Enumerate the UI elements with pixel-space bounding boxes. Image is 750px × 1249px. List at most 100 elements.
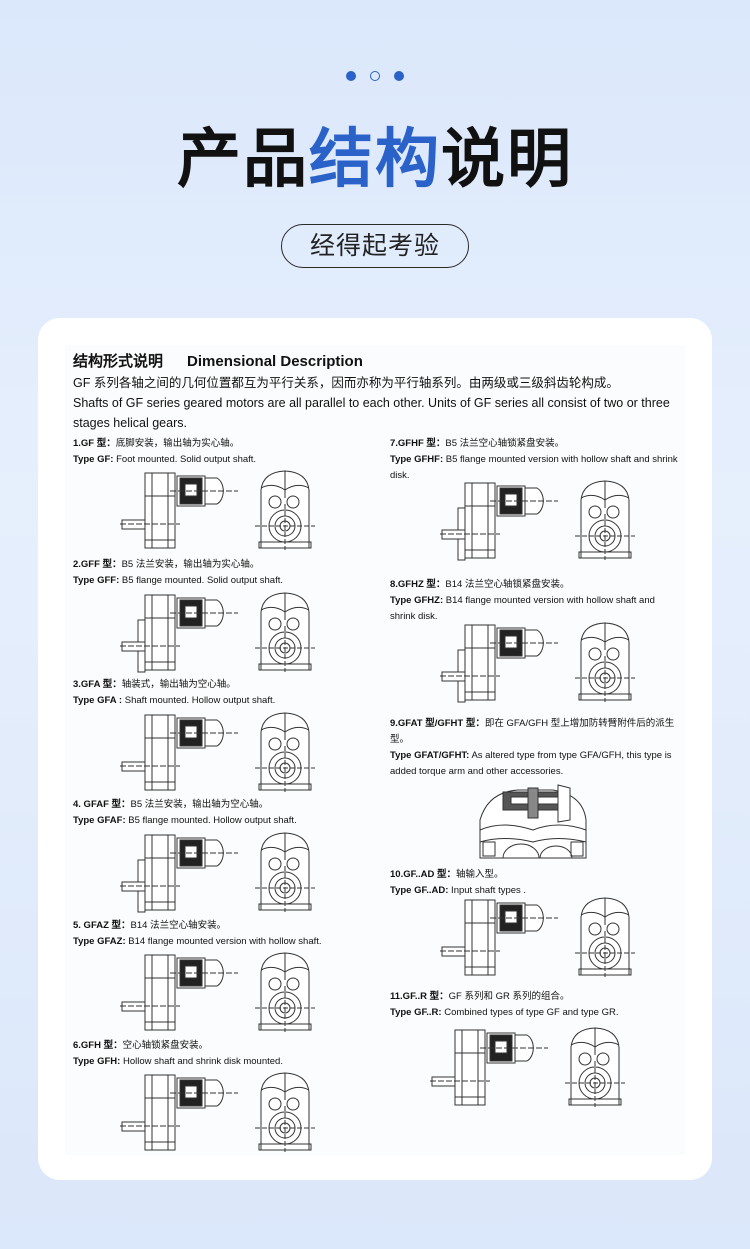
item-title-en: Type GF: Foot mounted. Solid output shaf… bbox=[73, 452, 363, 468]
title-part: 说明 bbox=[441, 123, 573, 197]
front-view-drawing bbox=[255, 592, 315, 672]
item-title-cn: 9.GFAT 型/GFHT 型：即在 GFA/GFH 型上增加防转臂附件后的派生… bbox=[390, 716, 680, 748]
item-type-label-en: Type GFHZ: bbox=[390, 595, 444, 606]
page-title: 产品结构说明 bbox=[0, 108, 750, 200]
item-type-label-en: Type GFF: bbox=[73, 575, 120, 586]
item-type-label-en: Type GFHF: bbox=[390, 454, 444, 465]
item-type-label: 2.GFF 型： bbox=[73, 559, 122, 570]
mounting-type-item: 3.GFA 型：轴装式，输出轴为空心轴。 Type GFA : Shaft mo… bbox=[73, 677, 363, 709]
item-title-cn: 6.GFH 型：空心轴锁紧盘安装。 bbox=[73, 1038, 363, 1054]
item-desc-cn: 底脚安装，输出轴为实心轴。 bbox=[115, 438, 240, 449]
intro-cn: GF 系列各轴之间的几何位置都互为平行关系，因而亦称为平行轴系列。由两级或三级斜… bbox=[73, 376, 619, 390]
item-type-label: 3.GFA 型： bbox=[73, 679, 122, 690]
side-view-drawing bbox=[120, 954, 238, 1031]
item-desc-cn: 空心轴锁紧盘安装。 bbox=[122, 1040, 209, 1051]
item-desc-en: Foot mounted. Solid output shaft. bbox=[113, 454, 257, 465]
item-title-cn: 10.GF..AD 型：轴输入型。 bbox=[390, 867, 680, 883]
item-type-label-en: Type GF..R: bbox=[390, 1007, 442, 1018]
heading-cn: 结构形式说明 bbox=[73, 353, 164, 370]
mounting-type-item: 2.GFF 型：B5 法兰安装，输出轴为实心轴。 Type GFF: B5 fl… bbox=[73, 557, 363, 589]
item-type-label-en: Type GFH: bbox=[73, 1056, 121, 1067]
dot-active bbox=[370, 71, 380, 81]
front-view-drawing bbox=[255, 470, 315, 550]
mounting-type-item: 7.GFHF 型：B5 法兰空心轴锁紧盘安装。 Type GFHF: B5 fl… bbox=[390, 436, 680, 484]
front-view-drawing bbox=[565, 1027, 625, 1107]
item-title-cn: 4. GFAF 型：B5 法兰安装，输出轴为空心轴。 bbox=[73, 797, 363, 813]
side-view-drawing bbox=[440, 899, 558, 976]
item-desc-en: Input shaft types . bbox=[448, 885, 527, 896]
item-desc-cn: B5 法兰空心轴锁紧盘安装。 bbox=[445, 438, 565, 449]
carousel-dots bbox=[0, 71, 750, 81]
item-desc-cn: B14 法兰空心轴锁紧盘安装。 bbox=[445, 579, 570, 590]
item-type-label-en: Type GF: bbox=[73, 454, 114, 465]
front-view-drawing bbox=[255, 712, 315, 792]
side-view-drawing bbox=[120, 472, 238, 549]
side-view-drawing bbox=[120, 834, 238, 913]
side-view-drawing bbox=[120, 594, 238, 673]
item-type-label: 11.GF..R 型： bbox=[390, 991, 449, 1002]
item-title-en: Type GFHF: B5 flange mounted version wit… bbox=[390, 452, 680, 484]
item-title-en: Type GFAF: B5 flange mounted. Hollow out… bbox=[73, 813, 363, 829]
dot bbox=[346, 71, 356, 81]
item-type-label-en: Type GFA : bbox=[73, 695, 123, 706]
side-view-drawing bbox=[440, 482, 558, 561]
item-desc-en: Combined types of type GF and type GR. bbox=[441, 1007, 619, 1018]
item-title-en: Type GFHZ: B14 flange mounted version wi… bbox=[390, 593, 680, 625]
mounting-type-item: 1.GF 型：底脚安装，输出轴为实心轴。 Type GF: Foot mount… bbox=[73, 436, 363, 468]
item-title-en: Type GFH: Hollow shaft and shrink disk m… bbox=[73, 1054, 363, 1070]
mounting-type-item: 9.GFAT 型/GFHT 型：即在 GFA/GFH 型上增加防转臂附件后的派生… bbox=[390, 716, 680, 780]
item-title-cn: 8.GFHZ 型：B14 法兰空心轴锁紧盘安装。 bbox=[390, 577, 680, 593]
item-type-label: 4. GFAF 型： bbox=[73, 799, 131, 810]
title-highlight: 结构 bbox=[309, 123, 441, 197]
torque-arm-drawing bbox=[479, 784, 587, 859]
item-title-en: Type GFA : Shaft mounted. Hollow output … bbox=[73, 693, 363, 709]
item-type-label: 8.GFHZ 型： bbox=[390, 579, 446, 590]
item-title-en: Type GFAT/GFHT: As altered type from typ… bbox=[390, 748, 680, 780]
front-view-drawing bbox=[575, 480, 635, 560]
item-title-cn: 11.GF..R 型：GF 系列和 GR 系列的组合。 bbox=[390, 989, 680, 1005]
item-title-cn: 1.GF 型：底脚安装，输出轴为实心轴。 bbox=[73, 436, 363, 452]
item-desc-en: B5 flange mounted. Hollow output shaft. bbox=[125, 815, 297, 826]
mounting-type-item: 5. GFAZ 型：B14 法兰空心轴安装。 Type GFAZ: B14 fl… bbox=[73, 918, 363, 950]
item-title-en: Type GF..AD: Input shaft types . bbox=[390, 883, 680, 899]
item-desc-cn: B5 法兰安装，输出轴为空心轴。 bbox=[130, 799, 269, 810]
front-view-drawing bbox=[255, 832, 315, 912]
front-view-drawing bbox=[575, 897, 635, 977]
item-desc-cn: B14 法兰空心轴安装。 bbox=[130, 920, 227, 931]
mounting-type-item: 10.GF..AD 型：轴输入型。 Type GF..AD: Input sha… bbox=[390, 867, 680, 899]
front-view-drawing bbox=[575, 622, 635, 702]
item-desc-cn: 轴输入型。 bbox=[456, 869, 504, 880]
item-desc-cn: 轴装式，输出轴为空心轴。 bbox=[121, 679, 236, 690]
item-desc-cn: 即在 GFA/GFH 型上增加防转臂附件后的派生型。 bbox=[390, 718, 675, 745]
item-title-en: Type GFF: B5 flange mounted. Solid outpu… bbox=[73, 573, 363, 589]
subtitle-pill: 经得起考验 bbox=[281, 224, 469, 268]
item-type-label: 7.GFHF 型： bbox=[390, 438, 446, 449]
title-part: 产品 bbox=[177, 123, 309, 197]
item-type-label: 1.GF 型： bbox=[73, 438, 116, 449]
item-type-label-en: Type GFAT/GFHT: bbox=[390, 750, 470, 761]
item-title-en: Type GFAZ: B14 flange mounted version wi… bbox=[73, 934, 363, 950]
item-type-label-en: Type GFAF: bbox=[73, 815, 126, 826]
item-title-cn: 3.GFA 型：轴装式，输出轴为空心轴。 bbox=[73, 677, 363, 693]
side-view-drawing bbox=[440, 624, 558, 703]
front-view-drawing bbox=[255, 1072, 315, 1152]
item-desc-en: B5 flange mounted. Solid output shaft. bbox=[119, 575, 284, 586]
item-type-label: 10.GF..AD 型： bbox=[390, 869, 456, 880]
dot bbox=[394, 71, 404, 81]
item-desc-en: B14 flange mounted version with hollow s… bbox=[390, 595, 655, 622]
side-view-drawing bbox=[120, 714, 238, 791]
item-desc-en: Shaft mounted. Hollow output shaft. bbox=[122, 695, 276, 706]
intro-en: Shafts of GF series geared motors are al… bbox=[73, 396, 670, 430]
side-view-drawing bbox=[430, 1029, 548, 1106]
item-title-cn: 2.GFF 型：B5 法兰安装，输出轴为实心轴。 bbox=[73, 557, 363, 573]
mounting-type-item: 11.GF..R 型：GF 系列和 GR 系列的组合。 Type GF..R: … bbox=[390, 989, 680, 1021]
heading-en: Dimensional Description bbox=[187, 353, 363, 370]
item-type-label: 6.GFH 型： bbox=[73, 1040, 123, 1051]
item-desc-en: B14 flange mounted version with hollow s… bbox=[125, 936, 322, 947]
item-desc-en: B5 flange mounted version with hollow sh… bbox=[390, 454, 678, 481]
item-title-en: Type GF..R: Combined types of type GF an… bbox=[390, 1005, 680, 1021]
item-type-label: 9.GFAT 型/GFHT 型： bbox=[390, 718, 485, 729]
item-type-label: 5. GFAZ 型： bbox=[73, 920, 131, 931]
section-heading: 结构形式说明 Dimensional Description bbox=[73, 350, 363, 371]
item-desc-en: As altered type from type GFA/GFH, this … bbox=[390, 750, 672, 777]
